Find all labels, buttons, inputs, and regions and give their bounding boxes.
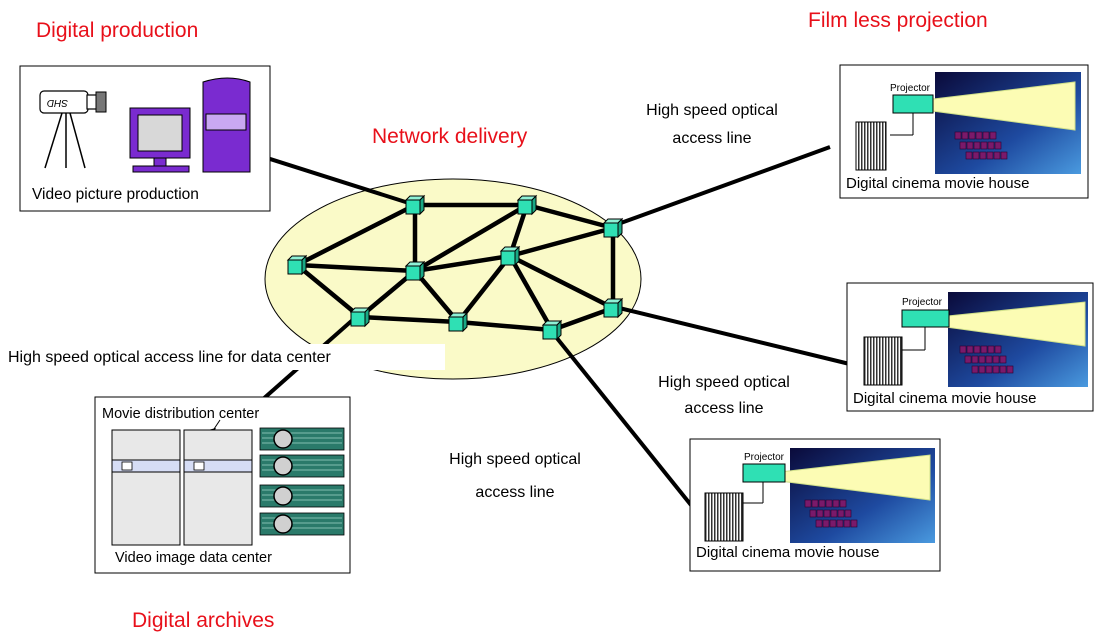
projector-icon <box>901 309 950 328</box>
network-node <box>405 195 425 215</box>
access-line-label-bottom: High speed optical access line <box>425 443 605 509</box>
archive-top-caption: Movie distribution center <box>102 406 260 422</box>
access-lines <box>226 145 863 522</box>
video-camera-icon: SHD <box>39 90 107 169</box>
projector-label: Projector <box>902 297 943 308</box>
storage-rack-icon <box>183 429 253 546</box>
server-tower-icon <box>202 77 251 173</box>
projector-icon <box>892 94 934 114</box>
production-caption: Video picture production <box>32 186 199 203</box>
access-line-label-line: High speed optical <box>658 374 790 391</box>
server-rack-icon <box>704 492 744 542</box>
network-node <box>405 261 425 281</box>
access-line-label-line: access line <box>684 400 764 417</box>
svg-text:SHD: SHD <box>47 97 68 108</box>
data-center-line-label: High speed optical access line for data … <box>8 349 331 366</box>
server-rack-icon <box>863 336 903 386</box>
cinema-caption: Digital cinema movie house <box>846 175 1030 192</box>
network-node <box>500 246 520 266</box>
access-line-label-line: access line <box>475 484 555 501</box>
section-title-digital-production: Digital production <box>36 19 199 42</box>
access-line-label-line: High speed optical <box>646 102 778 119</box>
network-node <box>603 298 623 318</box>
network-node <box>350 307 370 327</box>
label-backdrop <box>5 344 445 370</box>
access-line-label-line: High speed optical <box>449 451 581 468</box>
network-node <box>542 320 562 340</box>
section-title-digital-archives: Digital archives <box>132 609 275 632</box>
cinema-box <box>846 282 1094 412</box>
network-node <box>448 312 468 332</box>
computer-monitor-icon <box>129 107 191 173</box>
network-node <box>287 255 307 275</box>
production-box: SHD <box>19 65 271 212</box>
archive-box <box>94 396 351 574</box>
network-links <box>295 202 616 333</box>
access-line-label-mid: High speed optical access line <box>634 370 814 422</box>
cinema-box <box>689 438 941 572</box>
projector-label: Projector <box>890 83 931 94</box>
access-line-label-line: access line <box>672 130 752 147</box>
section-title-network-delivery: Network delivery <box>372 125 528 148</box>
section-title-film-less-projection: Film less projection <box>808 9 988 32</box>
cinema-caption: Digital cinema movie house <box>853 390 1037 407</box>
network-node <box>603 218 623 238</box>
storage-rack-icon <box>111 429 181 546</box>
cinema-caption: Digital cinema movie house <box>696 544 880 561</box>
network-node <box>517 195 537 215</box>
access-line-label-top: High speed optical access line <box>622 97 802 153</box>
server-rack-icon <box>855 121 887 171</box>
archive-bottom-caption: Video image data center <box>115 550 272 566</box>
projector-label: Projector <box>744 452 785 463</box>
tape-reels-icon <box>259 427 345 536</box>
projector-icon <box>742 463 786 483</box>
cinema-box <box>839 64 1089 199</box>
